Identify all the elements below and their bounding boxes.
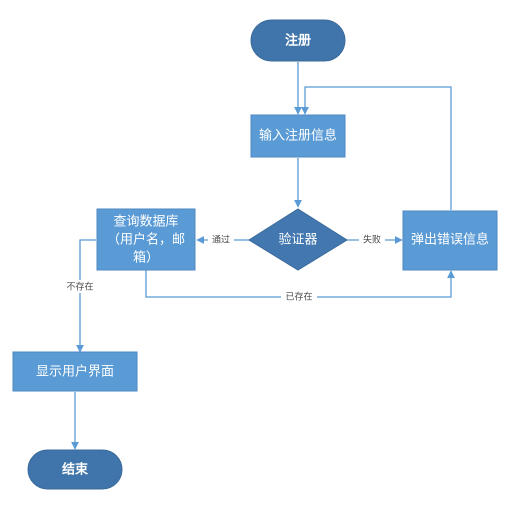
edge-label-not-exists: 不存在 [66, 281, 93, 293]
edge-labels: 通过 失败 已存在 不存在 [62, 233, 385, 303]
error-popup-label: 弹出错误信息 [411, 232, 489, 248]
error-popup-shape [402, 210, 498, 271]
label-bg-pass [208, 233, 234, 246]
end-terminal-shape [27, 449, 123, 490]
edge-label-pass: 通过 [212, 234, 230, 246]
input-info-shape [250, 114, 346, 158]
show-ui-label: 显示用户界面 [36, 364, 114, 380]
edge-query-to-show [76, 239, 96, 353]
node-end: 结束 [27, 449, 123, 490]
label-bg-exists [281, 290, 317, 303]
verifier-diamond-shape [248, 208, 348, 271]
query-db-label-line-2: （用户名，邮 [107, 232, 185, 248]
end-label: 结束 [62, 462, 89, 478]
show-ui-shape [12, 351, 138, 392]
query-db-label-line-1: 查询数据库 [113, 214, 178, 230]
start-label: 注册 [285, 33, 311, 49]
query-db-label-line-3: 箱） [133, 250, 159, 266]
node-show-ui: 显示用户界面 [12, 351, 138, 392]
label-bg-fail [359, 233, 385, 246]
node-input-info: 输入注册信息 [250, 114, 346, 158]
edge-label-fail: 失败 [363, 234, 381, 246]
start-terminal-shape [250, 19, 346, 62]
node-start: 注册 [250, 19, 346, 62]
node-verifier: 验证器 [248, 208, 348, 271]
label-bg-not-exists [62, 280, 98, 293]
node-error-popup: 弹出错误信息 [402, 210, 498, 271]
node-query-db: 查询数据库 （用户名，邮 箱） [96, 208, 196, 271]
edge-error-to-input [301, 86, 452, 210]
input-info-label: 输入注册信息 [259, 128, 337, 144]
edge-label-exists: 已存在 [285, 291, 312, 303]
query-db-shape [96, 208, 196, 271]
verifier-label: 验证器 [278, 232, 317, 248]
